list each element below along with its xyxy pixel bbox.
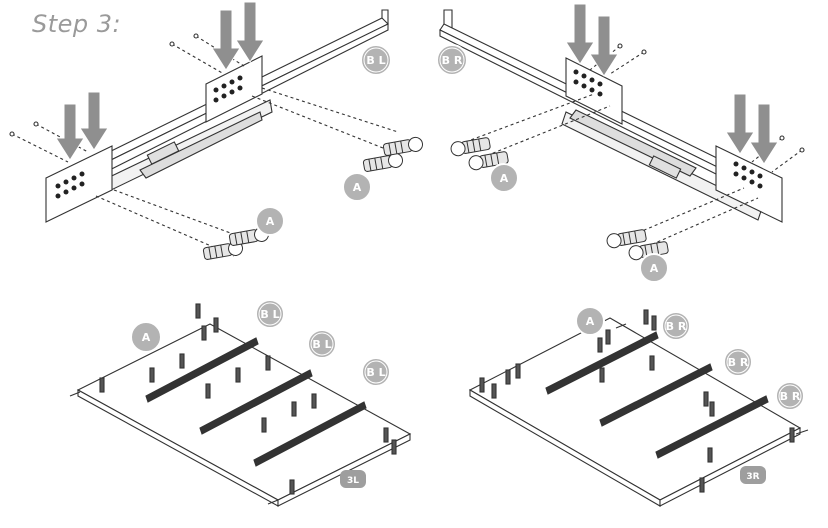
top-right-rail (439, 9, 805, 255)
svg-text:B R: B R (442, 54, 463, 67)
dowel-icon (450, 137, 669, 261)
badge-br: B R (661, 311, 691, 341)
badge-bl: B L (307, 329, 337, 359)
badge-br: B R (775, 381, 805, 411)
label-badges: B L B R A A A A A B L B L B L A B R B R … (130, 44, 805, 488)
svg-text:A: A (650, 262, 659, 275)
panel-tag-3r: 3R (740, 466, 766, 484)
badge-br: B R (723, 347, 753, 377)
badge-br: B R (436, 44, 468, 76)
panel-tag-3l: 3L (340, 470, 366, 488)
badge-bl: B L (361, 357, 391, 387)
badge-a: A (255, 206, 285, 236)
svg-text:B L: B L (366, 54, 385, 67)
top-left-rail (9, 9, 399, 257)
down-arrow-icon (565, 3, 779, 165)
svg-text:B R: B R (666, 320, 687, 333)
badge-a: A (575, 306, 605, 336)
svg-text:3L: 3L (347, 476, 359, 486)
svg-text:B R: B R (780, 390, 801, 403)
svg-text:B R: B R (728, 356, 749, 369)
svg-text:B L: B L (312, 338, 331, 351)
svg-text:3R: 3R (746, 472, 759, 482)
panel-3l (69, 303, 412, 507)
svg-text:A: A (353, 181, 362, 194)
badge-a: A (342, 172, 372, 202)
svg-text:A: A (266, 215, 275, 228)
badge-a: A (489, 163, 519, 193)
svg-text:A: A (142, 331, 151, 344)
svg-text:A: A (500, 172, 509, 185)
dowel-icon (202, 136, 424, 260)
badge-a: A (130, 321, 162, 353)
panel-3r (468, 309, 809, 507)
step-title: Step 3: (32, 10, 122, 38)
svg-text:A: A (586, 315, 595, 328)
svg-text:B L: B L (260, 308, 279, 321)
badge-bl: B L (360, 44, 392, 76)
badge-bl: B L (255, 299, 285, 329)
down-arrow-icon (55, 1, 265, 161)
svg-text:B L: B L (366, 366, 385, 379)
badge-a: A (639, 253, 669, 283)
